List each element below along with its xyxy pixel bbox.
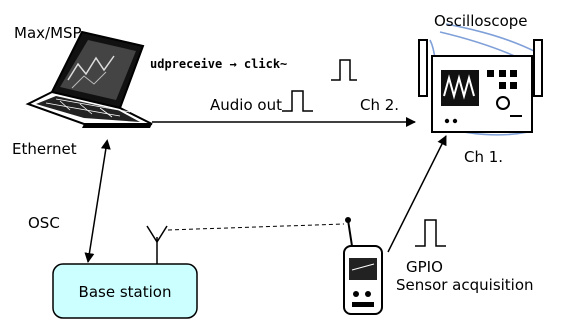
ch2-label: Ch 2. (360, 96, 399, 114)
gpio-arrow (387, 135, 447, 253)
oscilloscope-label: Oscilloscope (434, 12, 528, 30)
max-msp-label: Max/MSP (14, 24, 82, 42)
ethernet-label: Ethernet (12, 140, 77, 158)
laptop-icon (25, 30, 153, 128)
udp-chain-label: udpreceive → click~ (150, 57, 287, 71)
audio-out-label: Audio out (210, 96, 282, 114)
sensor-acquisition-label: Sensor acquisition (396, 276, 534, 294)
base-station-node: Base station (52, 263, 198, 319)
gpio-label: GPIO (406, 258, 443, 276)
osc-ethernet-arrow (84, 139, 111, 263)
oscilloscope-icon (418, 23, 543, 136)
wireless-link (167, 223, 345, 231)
osc-label: OSC (28, 214, 60, 232)
ch1-label: Ch 1. (464, 148, 503, 166)
udp-pulse-icon (331, 59, 357, 81)
antenna-icon (146, 225, 168, 264)
audio-pulse-icon (282, 90, 313, 112)
sensor-device-icon (343, 217, 383, 315)
gpio-pulse-icon (415, 219, 446, 247)
base-station-label: Base station (79, 283, 172, 301)
